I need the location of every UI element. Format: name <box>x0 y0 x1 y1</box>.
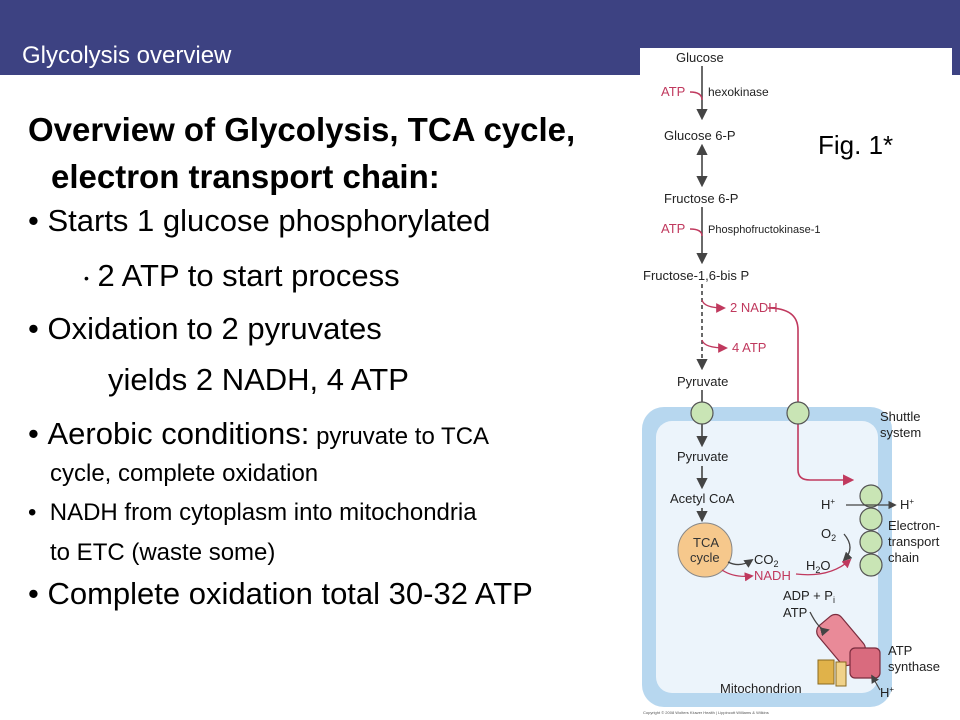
label-fructose-16bp: Fructose-1,6-bis P <box>643 268 749 283</box>
bullet-1-text: Starts 1 glucose phosphorylated <box>47 203 491 238</box>
label-pyruvate-1: Pyruvate <box>677 374 728 389</box>
label-shuttle-1: Shuttle <box>880 409 920 424</box>
etc-complex-2 <box>859 507 883 531</box>
label-hplus-3: H <box>880 685 889 700</box>
pyruvate-transporter <box>690 401 714 425</box>
label-adp-sub: i <box>833 595 835 605</box>
label-etc-2: transport <box>888 534 940 549</box>
figure-label: Fig. 1* <box>818 130 894 160</box>
etc-complex-1 <box>859 484 883 508</box>
label-4-atp: 4 ATP <box>732 340 766 355</box>
bullet-6: • Complete oxidation total 30-32 ATP <box>28 576 533 611</box>
label-atpsyn-1: ATP <box>888 643 912 658</box>
bullet-6-text: Complete oxidation total 30-32 ATP <box>47 576 533 611</box>
bullet-2: • 2 ATP to start process <box>84 258 400 293</box>
label-atpsyn-2: synthase <box>888 659 940 674</box>
slide-title-line2: electron transport chain: <box>51 158 440 195</box>
label-hexokinase: hexokinase <box>708 85 769 99</box>
header-bar: Glycolysis overview <box>0 0 960 75</box>
label-shuttle-2: system <box>880 425 921 440</box>
label-glucose: Glucose <box>676 50 724 65</box>
svg-text:ADP + Pi: ADP + Pi <box>783 588 835 605</box>
bullet-5-text: NADH from cytoplasm into mitochondria <box>49 499 477 526</box>
bullet-4-small: pyruvate to TCA <box>309 423 490 450</box>
label-adp-pi: ADP + P <box>783 588 833 603</box>
label-tca-2: cycle <box>690 550 720 565</box>
header-title: Glycolysis overview <box>22 42 232 69</box>
svg-text:H+: H+ <box>900 497 914 512</box>
figure-copyright: Copyright © 2008 Wolters Kluwer Health |… <box>643 710 769 715</box>
bullet-3-cont: yields 2 NADH, 4 ATP <box>108 362 409 397</box>
label-atp-1: ATP <box>661 84 685 99</box>
glycolysis-figure: Glucose ATP hexokinase Glucose 6-P Fruct… <box>640 48 952 720</box>
label-etc-1: Electron- <box>888 518 940 533</box>
bullet-3-text: Oxidation to 2 pyruvates <box>38 311 382 346</box>
label-h2o-h: H <box>806 558 815 573</box>
label-hplus-2: H <box>900 497 909 512</box>
label-tca-1: TCA <box>693 535 719 550</box>
svg-text:O2: O2 <box>821 526 836 543</box>
svg-text:CO2: CO2 <box>754 552 779 569</box>
label-o2-sub: 2 <box>831 533 836 543</box>
bullet-4-cont: cycle, complete oxidation <box>50 460 319 487</box>
tca-cycle-circle <box>677 522 733 578</box>
label-h2o-o: O <box>820 558 830 573</box>
bullet-5-cont: to ETC (waste some) <box>50 539 276 566</box>
svg-text:H+: H+ <box>821 497 835 512</box>
label-h2o-sub: 2 <box>815 565 820 575</box>
bullet-4: • Aerobic conditions: pyruvate to TCA <box>28 416 490 451</box>
shuttle-transporter <box>786 401 810 425</box>
bullet-2-text: 2 ATP to start process <box>97 258 400 293</box>
slide-title: Overview of Glycolysis, TCA cycle, elect… <box>28 106 648 200</box>
bullet-5: • NADH from cytoplasm into mitochondria <box>28 499 477 526</box>
label-mitochondrion: Mitochondrion <box>720 681 802 696</box>
etc-complex-4 <box>859 553 883 577</box>
label-co2: CO <box>754 552 774 567</box>
label-hplus-1: H <box>821 497 830 512</box>
label-fructose-6p: Fructose 6-P <box>664 191 738 206</box>
label-nadh: NADH <box>754 568 791 583</box>
slide-title-line1: Overview of Glycolysis, TCA cycle, <box>28 111 576 148</box>
label-acetyl-coa: Acetyl CoA <box>670 491 735 506</box>
atp-synthase-icon <box>816 613 881 687</box>
label-2-nadh: 2 NADH <box>730 300 778 315</box>
etc-complex-3 <box>859 530 883 554</box>
label-glucose-6p: Glucose 6-P <box>664 128 736 143</box>
label-co2-sub: 2 <box>774 559 779 569</box>
svg-text:H+: H+ <box>880 685 894 700</box>
bullet-4-text: Aerobic conditions: <box>47 416 310 451</box>
label-o2: O <box>821 526 831 541</box>
svg-text:H2O: H2O <box>806 558 831 575</box>
bullet-3: • Oxidation to 2 pyruvates <box>28 311 382 346</box>
label-etc-3: chain <box>888 550 919 565</box>
bullet-1: • Starts 1 glucose phosphorylated <box>28 203 491 238</box>
label-pfk: Phosphofructokinase-1 <box>708 224 821 236</box>
label-atp-2: ATP <box>661 221 685 236</box>
label-atp-synthase-product: ATP <box>783 605 807 620</box>
label-pyruvate-2: Pyruvate <box>677 449 728 464</box>
